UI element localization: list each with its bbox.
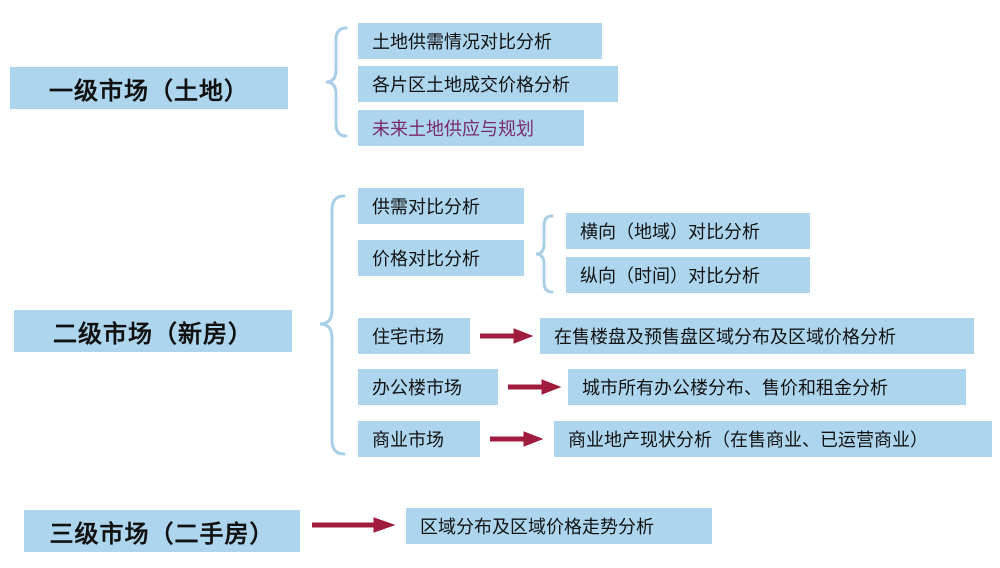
tier2-commercial-detail: 商业地产现状分析（在售商业、已运营商业） [554,421,992,457]
tier2-brace [319,194,346,456]
tier2-price-vertical: 纵向（时间）对比分析 [566,257,810,293]
tier2-office-detail: 城市所有办公楼分布、售价和租金分析 [568,369,966,405]
arrow-residential [480,328,534,344]
tier1-item-land-supply-demand: 土地供需情况对比分析 [358,23,602,59]
tier3-detail: 区域分布及区域价格走势分析 [406,508,712,544]
tier2-label: 二级市场（新房） [14,310,292,352]
tier2-residential-detail: 在售楼盘及预售盘区域分布及区域价格分析 [540,318,974,354]
arrow-commercial [490,431,544,447]
tier2-office-market: 办公楼市场 [358,369,498,405]
tier2-residential-market: 住宅市场 [358,318,470,354]
tier2-commercial-market: 商业市场 [358,421,480,457]
arrow-office [508,379,562,395]
arrow-tier3 [312,517,396,533]
tier2-supply-demand: 供需对比分析 [358,188,524,224]
tier3-label: 三级市场（二手房） [24,510,300,552]
price-brace [535,214,554,294]
tier1-item-land-price: 各片区土地成交价格分析 [358,66,618,102]
tier1-label: 一级市场（土地） [10,67,288,109]
tier2-price-horizontal: 横向（地域）对比分析 [566,213,810,249]
tier2-price-compare: 价格对比分析 [358,240,524,276]
tier1-brace [325,26,348,138]
tier1-item-land-planning: 未来土地供应与规划 [358,110,584,146]
